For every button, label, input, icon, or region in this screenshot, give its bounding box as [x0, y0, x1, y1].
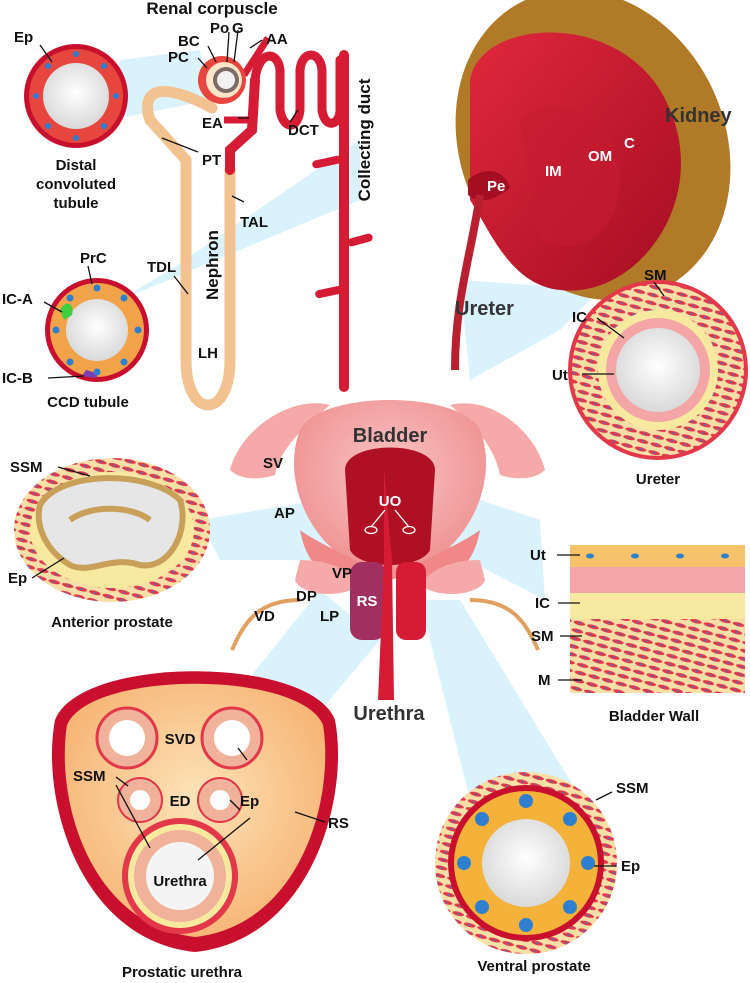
dct-inset [24, 44, 128, 148]
ap-label: AP [274, 505, 295, 522]
ventral-title: Ventral prostate [477, 958, 590, 975]
bladder-label: Bladder [353, 425, 428, 447]
bladder-and-prostate [230, 400, 545, 700]
pu-svd-label: SVD [165, 731, 196, 748]
ventral-ssm-label: SSM [616, 780, 649, 797]
ccd-title: CCD tubule [47, 394, 129, 411]
dp-label: DP [296, 588, 317, 605]
bladder-ic-label: IC [535, 595, 550, 612]
sv-label: SV [263, 455, 283, 472]
bladder-sm-label: SM [531, 628, 554, 645]
ureter-ut-label: Ut [552, 367, 568, 384]
ureter-ic-label: IC [572, 309, 587, 326]
ccd-inset [45, 278, 149, 382]
nephron [142, 36, 373, 411]
lp-label: LP [320, 608, 339, 625]
im-label: IM [545, 163, 562, 180]
pe-label: Pe [487, 178, 505, 195]
pu-ed-label: ED [170, 793, 191, 810]
bladder-ut-label: Ut [530, 547, 546, 564]
collecting-duct-label: Collecting duct [355, 78, 374, 201]
pu-ep-label: Ep [240, 793, 259, 810]
lh-label: LH [198, 345, 218, 362]
ureter-sm-label: SM [644, 267, 667, 284]
anterior-title: Anterior prostate [51, 614, 173, 631]
pu-rs-label: RS [328, 815, 349, 832]
g-label: G [232, 20, 244, 37]
ureter-main-label: Ureter [455, 298, 514, 320]
pc-label: PC [168, 49, 189, 66]
rs-label: RS [357, 593, 378, 610]
ureter-title: Ureter [636, 471, 680, 488]
vd-label: VD [254, 608, 275, 625]
uo-label: UO [379, 493, 402, 510]
kidney-label: Kidney [665, 105, 733, 127]
anterior-ssm-label: SSM [10, 459, 43, 476]
tdl-label: TDL [147, 259, 176, 276]
anterior-ep-label: Ep [8, 570, 27, 587]
vp-label: VP [332, 565, 352, 582]
renal-corpuscle-label: Renal corpuscle [146, 0, 277, 18]
po-label: Po [210, 20, 229, 37]
om-label: OM [588, 148, 612, 165]
labels: Renal corpuscle BC Po G PC AA EA DCT PT … [2, 0, 733, 981]
ccd-prc-label: PrC [80, 250, 107, 267]
pu-title: Prostatic urethra [122, 964, 243, 981]
ventral-prostate-inset [435, 772, 617, 954]
bc-label: BC [178, 33, 200, 50]
dct-ep-label: Ep [14, 29, 33, 46]
ventral-ep-label: Ep [621, 858, 640, 875]
ccd-ic-a-label: IC-A [2, 291, 33, 308]
bladder-m-label: M [538, 672, 551, 689]
prostatic-urethra-inset [51, 671, 339, 952]
kidney [451, 0, 731, 371]
tal-label: TAL [240, 214, 268, 231]
bladder-wall-inset [570, 545, 745, 693]
pu-urethra-label: Urethra [153, 873, 207, 890]
pu-ssm-label: SSM [73, 768, 106, 785]
nephron-label: Nephron [203, 230, 222, 300]
urethra-main-label: Urethra [353, 703, 425, 725]
collecting-duct [339, 50, 349, 392]
pt-label: PT [202, 152, 221, 169]
ureter-inset [568, 280, 748, 460]
ccd-ic-b-label: IC-B [2, 370, 33, 387]
aa-label: AA [266, 31, 288, 48]
c-label: C [624, 135, 635, 152]
leader-lines [31, 29, 665, 867]
bladder-wall-title: Bladder Wall [609, 708, 699, 725]
dct-label: DCT [288, 122, 319, 139]
anterior-prostate-inset [14, 458, 210, 602]
ea-label: EA [202, 115, 223, 132]
